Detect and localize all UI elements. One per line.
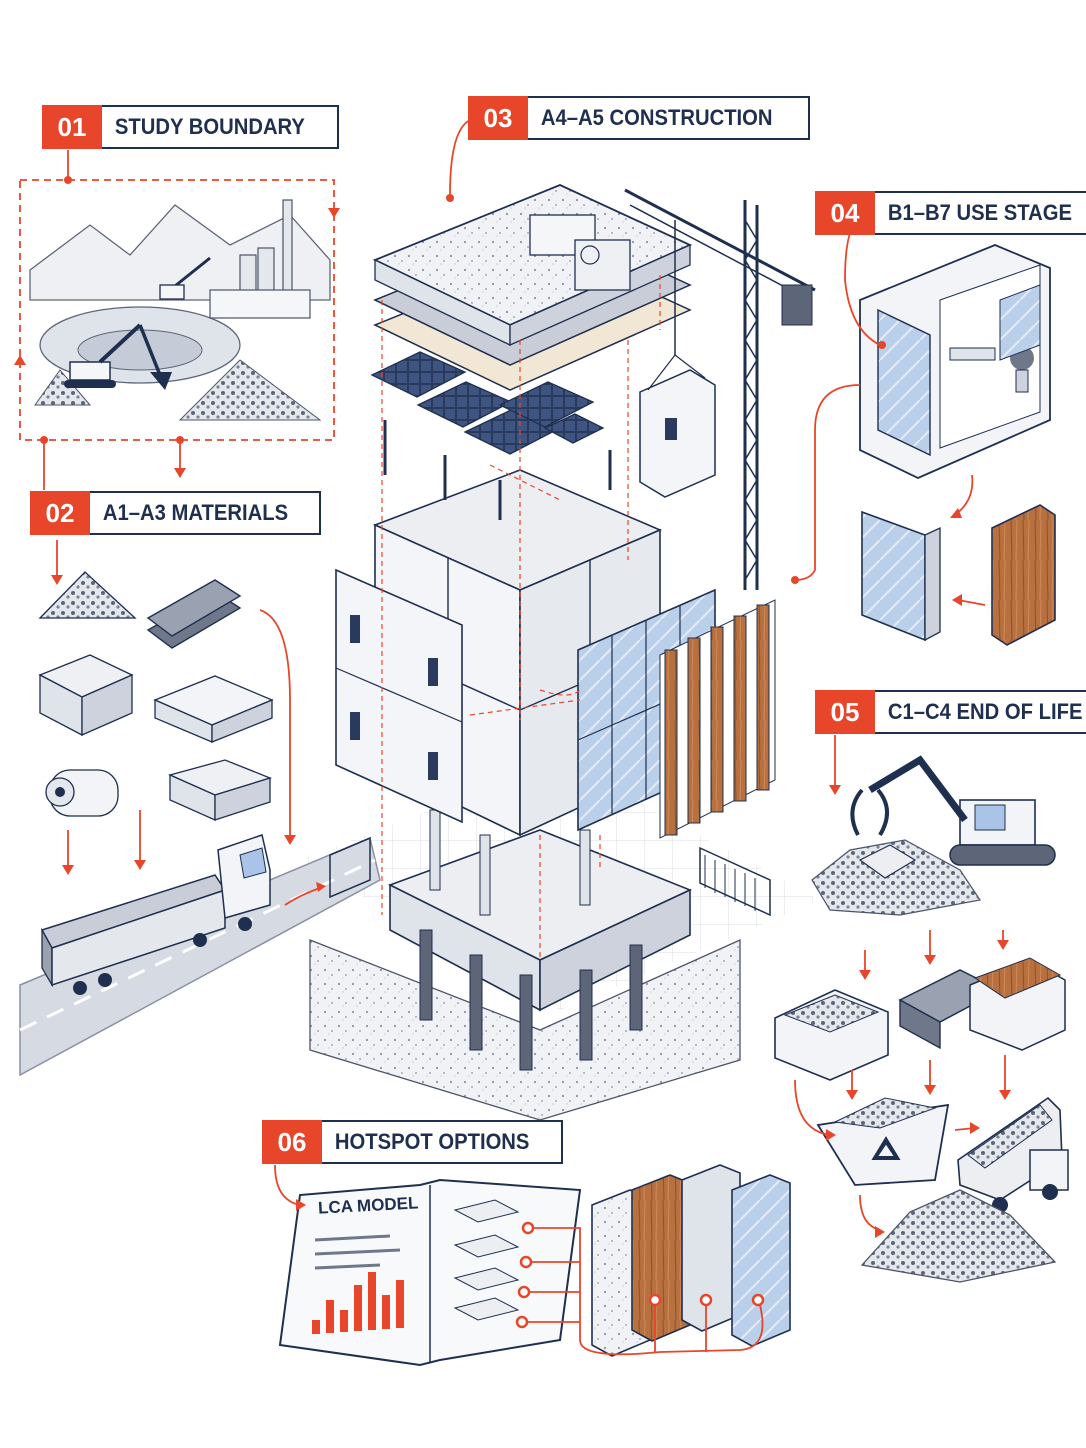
cement-bags [168, 759, 272, 822]
label-a4-a5-construction: 03 A4–A5 CONSTRUCTION [468, 96, 810, 140]
step-title: HOTSPOT OPTIONS [334, 1129, 530, 1154]
step-number: 02 [30, 491, 90, 535]
label-b1-b7-use-stage: 04 B1–B7 USE STAGE [815, 191, 1086, 235]
flow-connectors [43, 119, 1006, 1356]
precast-panel [335, 568, 463, 824]
solar-panel-icon [370, 351, 612, 520]
steel-beams [146, 579, 242, 649]
window-replacement [861, 504, 1056, 646]
material-samples [591, 1164, 791, 1357]
label-a1-a3-materials: 02 A1–A3 MATERIALS [30, 491, 322, 535]
aggregate-pile [860, 1189, 1057, 1283]
lca-book [278, 1178, 582, 1367]
dump-truck [957, 1096, 1069, 1213]
timber-fins [659, 599, 776, 839]
step-number: 05 [815, 690, 875, 734]
step-number: 04 [815, 191, 875, 235]
crane-icon [624, 188, 816, 590]
materials-stacks [38, 571, 274, 822]
use-stage-room [859, 244, 1051, 479]
step-title: A4–A5 CONSTRUCTION [540, 105, 773, 130]
recycling-skip [816, 1097, 950, 1186]
roof-layers [372, 184, 693, 391]
step-title: C1–C4 END OF LIFE [887, 699, 1083, 724]
insulation-rolls [45, 769, 119, 817]
label-study-boundary: 01 STUDY BOUNDARY [42, 105, 339, 149]
site-fence [329, 836, 771, 917]
construction-guides [381, 275, 661, 960]
excavator-icon [64, 323, 172, 390]
step-number: 06 [262, 1120, 322, 1164]
demolition-excavator [811, 755, 1056, 916]
step-number: 03 [468, 96, 528, 140]
connector-dots [446, 194, 886, 584]
step-title: B1–B7 USE STAGE [887, 200, 1072, 225]
recycle-icon [871, 1136, 901, 1160]
boards-stack [153, 675, 274, 743]
quarry-scene [29, 199, 331, 421]
label-hotspot-options: 06 HOTSPOT OPTIONS [262, 1120, 564, 1164]
step-title: STUDY BOUNDARY [114, 114, 305, 139]
pile-foundation [309, 809, 741, 1121]
step-number: 01 [42, 105, 102, 149]
label-c1-c4-end-of-life: 05 C1–C4 END OF LIFE [815, 690, 1086, 734]
truck-icon [40, 834, 271, 995]
sorted-materials [774, 957, 1066, 1081]
bar-chart-icon [312, 1272, 404, 1334]
arrowheads [14, 208, 1011, 1238]
step-title: A1–A3 MATERIALS [102, 500, 289, 525]
blocks-pallet [38, 654, 134, 737]
